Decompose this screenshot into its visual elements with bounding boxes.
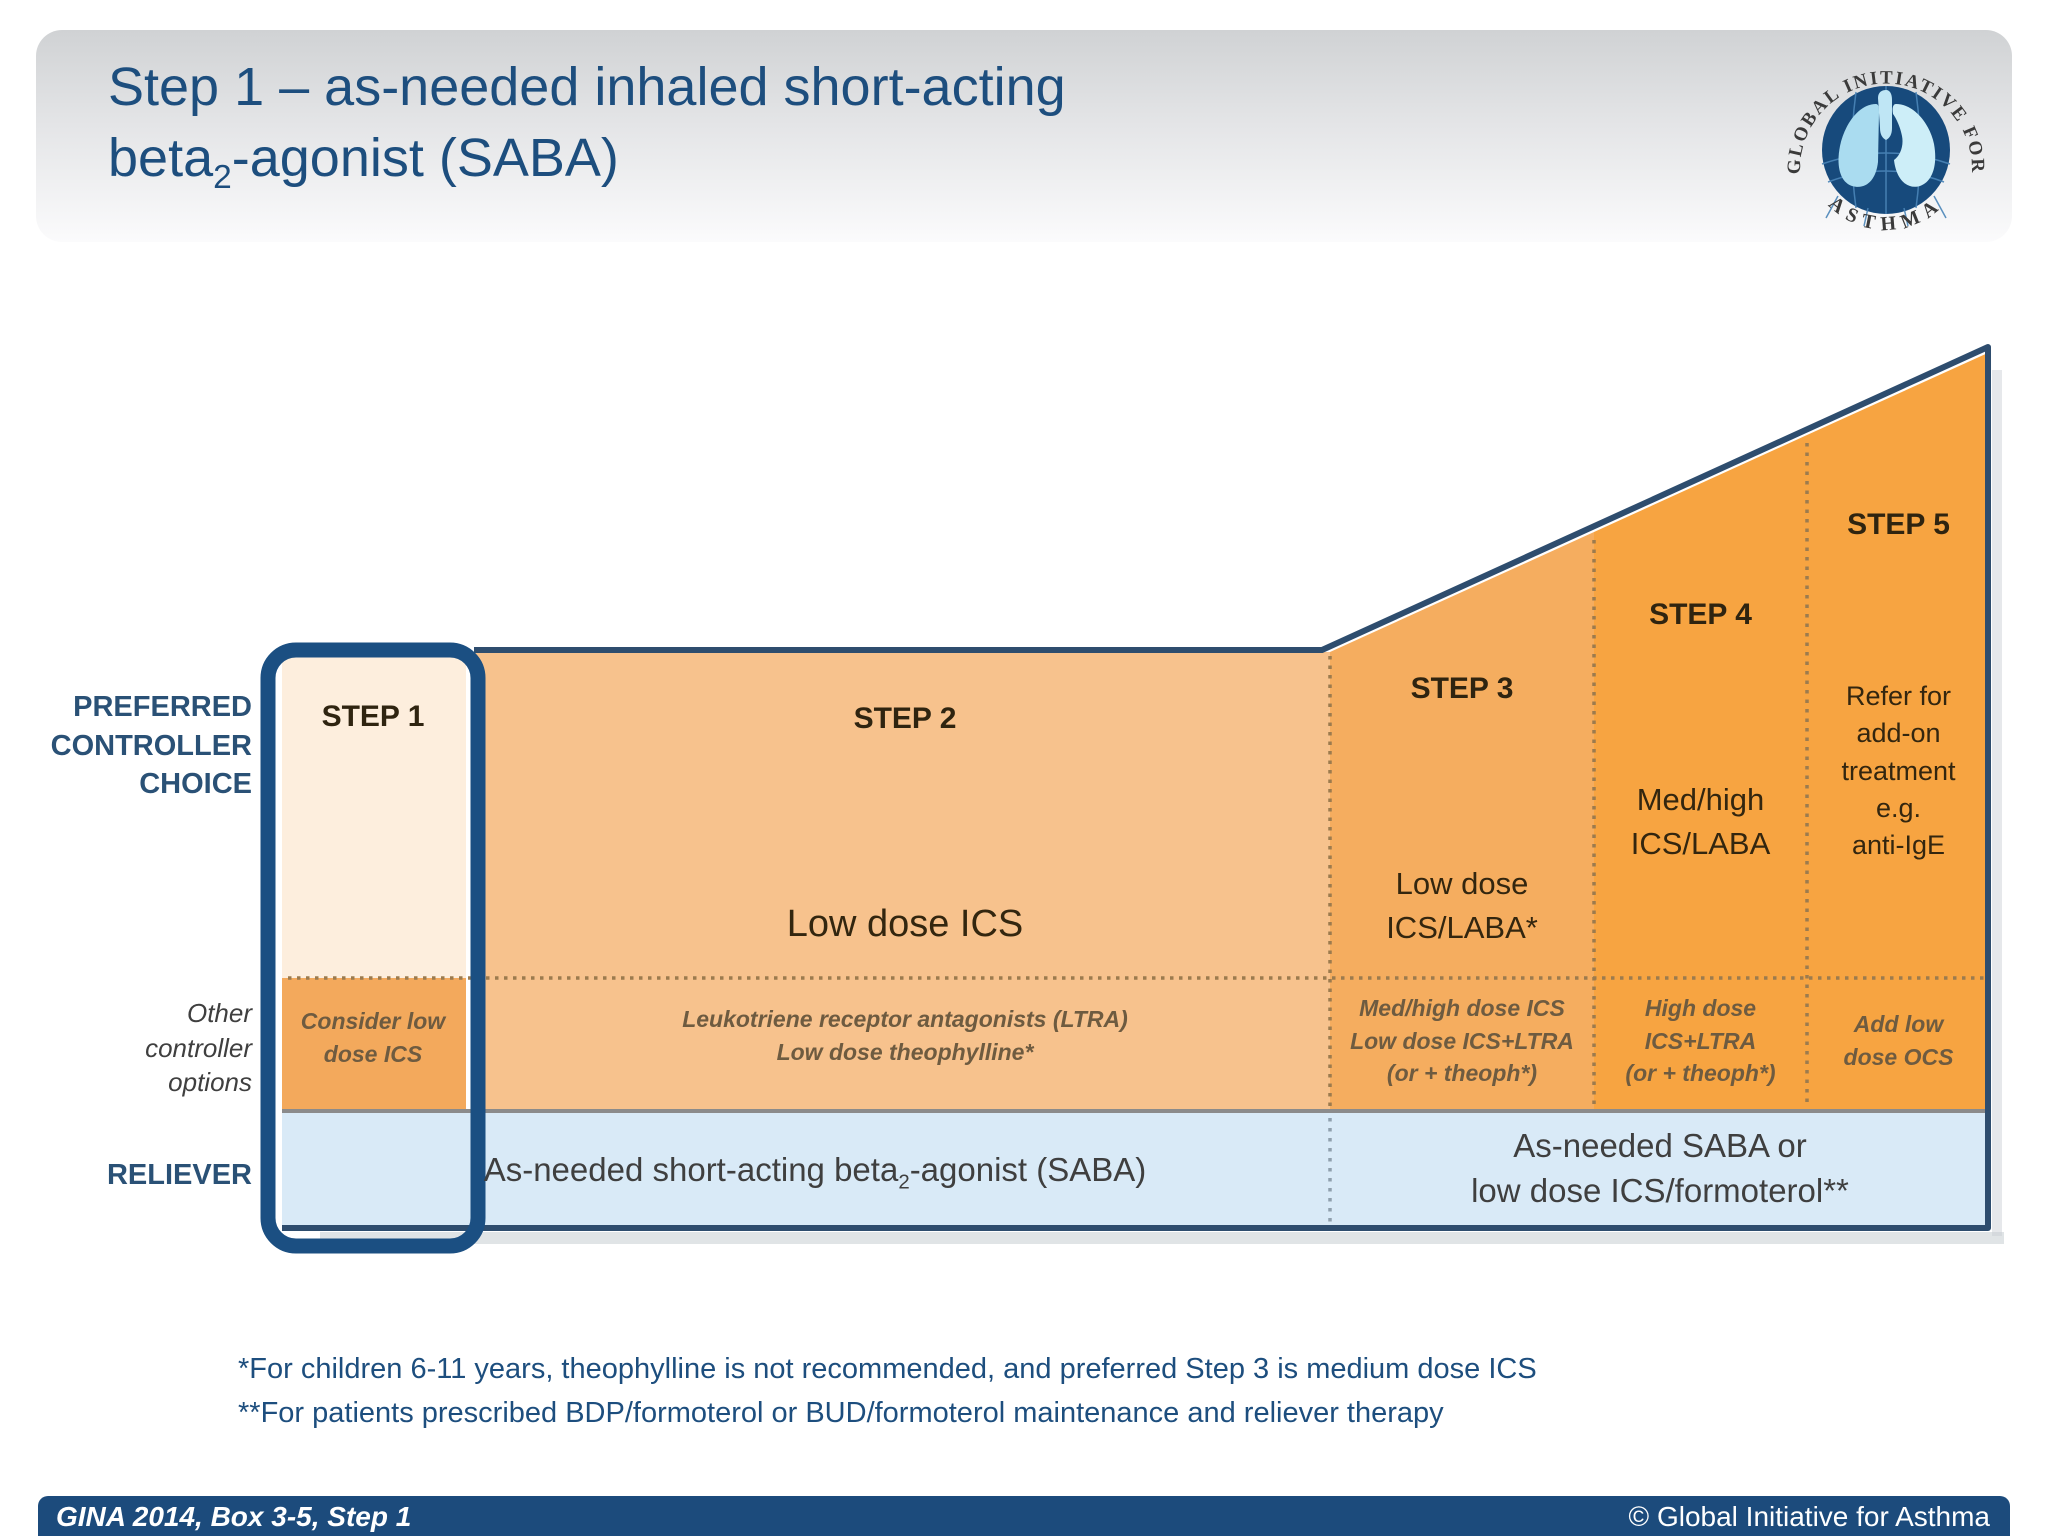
step4-preferred-text: Med/high ICS/LABA	[1630, 782, 1771, 862]
reliever-left-text: As-needed short-acting beta2-agonist (SA…	[483, 1151, 1147, 1194]
step1-other-text: Consider low dose ICS	[300, 1008, 446, 1067]
row-label-reliever: RELIEVER	[106, 1159, 252, 1191]
reliever-region	[282, 1113, 1990, 1228]
step4-region	[1594, 435, 1807, 1111]
footnotes: *For children 6-11 years, theophylline i…	[238, 1348, 1878, 1435]
footer-bar: GINA 2014, Box 3-5, Step 1 © Global Init…	[38, 1496, 2010, 1536]
step2-label: STEP 2	[853, 702, 957, 735]
footer-citation: GINA 2014, Box 3-5, Step 1	[56, 1501, 412, 1532]
footer-copyright: © Global Initiative for Asthma	[1628, 1501, 1990, 1532]
step1-label: STEP 1	[321, 700, 425, 733]
step3-label: STEP 3	[1410, 672, 1514, 705]
step2-region	[474, 652, 1330, 1111]
step3-preferred-text: Low dose ICS/LABA*	[1386, 866, 1538, 946]
footnote-2: **For patients prescribed BDP/formoterol…	[238, 1396, 1444, 1429]
step1-other-region	[282, 978, 466, 1111]
step2-preferred-text: Low dose ICS	[786, 903, 1024, 945]
step3-region	[1330, 532, 1594, 1111]
row-label-preferred-controller: PREFERRED CONTROLLER CHOICE	[50, 691, 252, 801]
gina-logo: GLOBAL INITIATIVE FOR ASTHMA	[1784, 67, 1986, 235]
title-line1: Step 1 – as-needed inhaled short-acting	[108, 57, 1066, 117]
footnote-1: *For children 6-11 years, theophylline i…	[238, 1353, 1537, 1385]
step1-highlight-box	[260, 642, 486, 1254]
step5-other-text: Add low dose OCS	[1843, 1011, 1954, 1070]
step5-label: STEP 5	[1847, 508, 1950, 541]
step5-region	[1807, 352, 1990, 1111]
page-title: Step 1 – as-needed inhaled short-acting …	[108, 52, 1608, 200]
row-label-other-controller: Other controller options	[145, 998, 252, 1098]
step4-label: STEP 4	[1649, 598, 1752, 631]
step5-preferred-text: Refer for add-on treatment e.g. anti-IgE	[1841, 681, 1956, 860]
step2-other-text: Leukotriene receptor antagonists (LTRA) …	[682, 1006, 1128, 1065]
step1-preferred-region	[282, 652, 466, 978]
diagram-shadow-right	[1992, 370, 2002, 1236]
step4-other-text: High dose ICS+LTRA (or + theoph*)	[1625, 995, 1776, 1087]
header-band	[36, 30, 2012, 242]
title-line2: beta2-agonist (SABA)	[108, 128, 619, 197]
logo-lungs-icon	[1838, 90, 1936, 187]
diagram-shadow	[320, 1232, 2004, 1244]
diagram-outline	[282, 344, 1991, 1231]
reliever-right-text: As-needed SABA or low dose ICS/formotero…	[1471, 1127, 1849, 1209]
step3-other-text: Med/high dose ICS Low dose ICS+LTRA (or …	[1350, 995, 1574, 1087]
